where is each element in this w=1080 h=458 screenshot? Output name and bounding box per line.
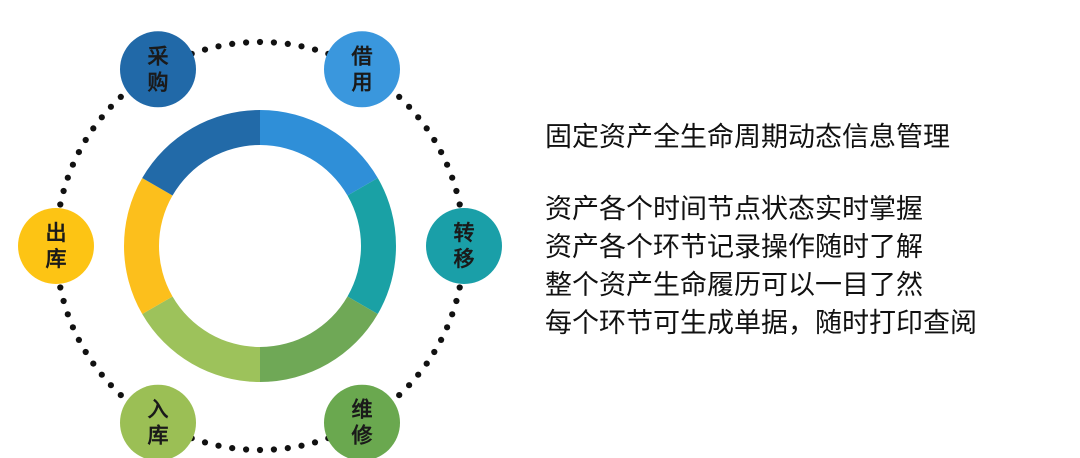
ring-segment-3 [260, 296, 378, 382]
connector-dot [438, 336, 445, 343]
stage-node-circle [18, 208, 94, 284]
connector-dot [284, 40, 291, 48]
ring-segment-1 [260, 110, 378, 196]
feature-item-records: 资产各个环节记录操作随时了解 [545, 232, 923, 263]
connector-dot [256, 38, 264, 46]
feature-item-documents: 每个环节可生成单据，随时打印查阅 [545, 308, 977, 339]
connector-dot [57, 201, 64, 208]
ring-segment-6 [142, 110, 260, 196]
stage-node-label: 入 [148, 398, 169, 422]
stage-node-label: 出 [46, 221, 67, 245]
stage-node-label: 修 [351, 424, 374, 448]
stage-node-circle [120, 31, 196, 108]
lifecycle-donut-ring [123, 110, 397, 382]
connector-dot [75, 149, 82, 156]
connector-dot [438, 149, 445, 156]
connector-dot [431, 136, 438, 144]
connector-dot [90, 360, 97, 367]
connector-dot [270, 39, 277, 46]
connector-dot [117, 93, 124, 100]
connector-dot [431, 348, 438, 356]
connector-dot [423, 360, 430, 367]
connector-dot [82, 348, 89, 356]
connector-dot [98, 371, 105, 378]
connector-dot [82, 136, 89, 144]
connector-dot [201, 46, 209, 53]
stage-node-label: 购 [148, 70, 169, 94]
connector-dot [311, 46, 319, 53]
connector-dot [75, 336, 82, 343]
feature-list: 资产各个时间节点状态实时掌握 资产各个环节记录操作随时了解 整个资产生命履历可以… [545, 191, 1075, 343]
connector-dot [406, 103, 413, 110]
stage-node-label: 库 [148, 424, 169, 448]
stage-node-zhuanyi: 转移 [426, 208, 502, 284]
feature-item-status: 资产各个时间节点状态实时掌握 [545, 194, 923, 225]
stage-node-label: 用 [352, 70, 373, 94]
connector-dot [456, 284, 463, 291]
connector-dot [60, 187, 67, 195]
connector-dot [453, 187, 460, 195]
connector-dot [243, 39, 250, 46]
connector-dot [229, 445, 236, 452]
stage-node-label: 库 [46, 247, 67, 271]
stage-node-weixiu: 维修 [324, 384, 400, 458]
ring-segment-5 [123, 178, 173, 314]
connector-dot [284, 445, 291, 452]
connector-dot [415, 371, 422, 378]
connector-dot [396, 392, 403, 399]
connector-dot [243, 446, 250, 453]
stage-node-label: 采 [148, 44, 169, 68]
connector-dot [64, 174, 71, 181]
connector-dot [201, 439, 209, 446]
connector-dot [69, 161, 76, 168]
connector-dot [69, 324, 76, 331]
connector-dot [444, 161, 451, 168]
stage-node-label: 维 [352, 398, 373, 422]
connector-dot [453, 297, 460, 305]
connector-dot [256, 446, 264, 454]
main-heading: 固定资产全生命周期动态信息管理 [545, 122, 950, 153]
connector-dot [107, 103, 114, 110]
connector-dot [423, 125, 430, 132]
connector-dot [449, 311, 456, 318]
stage-node-label: 借 [351, 44, 373, 68]
connector-dot [215, 43, 222, 50]
connector-dot [60, 297, 67, 305]
connector-dot [57, 284, 64, 291]
connector-dot [415, 114, 422, 121]
stage-node-circle [426, 208, 502, 284]
connector-dot [444, 324, 451, 331]
connector-dot [117, 392, 124, 399]
stage-node-label: 转 [454, 221, 475, 245]
stage-node-jieyong: 借用 [324, 31, 400, 108]
stage-node-circle [120, 384, 196, 458]
stage-node-chuku: 出库 [18, 208, 94, 284]
stage-node-label: 移 [454, 247, 475, 271]
info-panel: 固定资产全生命周期动态信息管理 资产各个时间节点状态实时掌握 资产各个环节记录操… [545, 118, 1075, 343]
connector-dot [298, 442, 305, 449]
connector-dot [215, 442, 222, 449]
feature-item-history: 整个资产生命履历可以一目了然 [545, 270, 923, 301]
dotted-connector-ring [52, 38, 468, 454]
connector-dot [298, 43, 305, 50]
connector-dot [107, 382, 114, 389]
ring-segment-2 [347, 178, 397, 314]
connector-dot [90, 125, 97, 132]
connector-dot [406, 382, 413, 389]
connector-dot [229, 40, 236, 48]
stage-node-circle [324, 31, 400, 108]
connector-dot [311, 439, 319, 446]
connector-dot [98, 114, 105, 121]
connector-dot [64, 311, 71, 318]
connector-dot [396, 93, 403, 100]
stage-node-circle [324, 384, 400, 458]
ring-segment-4 [142, 296, 260, 382]
connector-dot [270, 446, 277, 453]
stage-node-ruku: 入库 [120, 384, 196, 458]
connector-dot [449, 174, 456, 181]
connector-dot [456, 201, 463, 208]
stage-node-caigou: 采购 [120, 31, 196, 108]
